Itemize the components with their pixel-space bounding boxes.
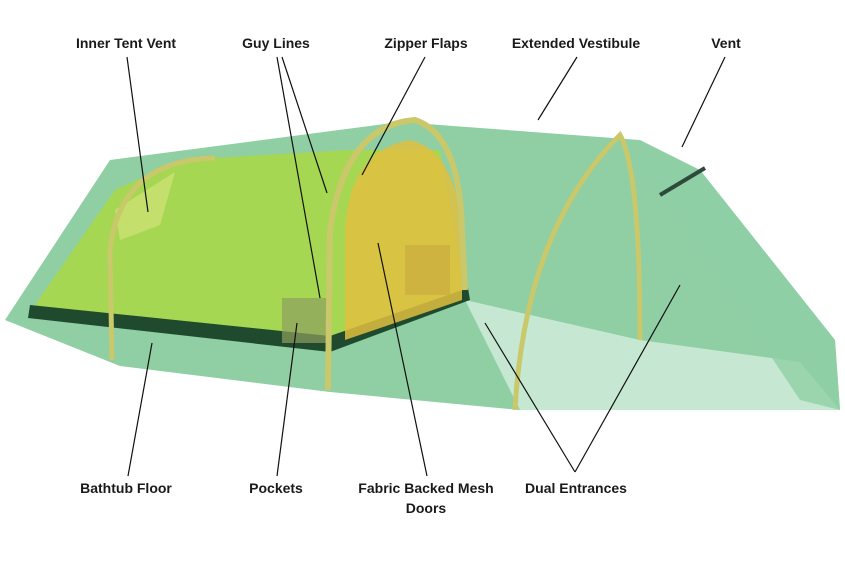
pocket bbox=[282, 298, 327, 343]
label-dual-entrances: Dual Entrances bbox=[525, 480, 627, 496]
pole-rear bbox=[107, 155, 216, 361]
label-pockets: Pockets bbox=[249, 480, 303, 496]
leader-lines bbox=[126, 56, 726, 477]
label-bathtub-floor: Bathtub Floor bbox=[80, 480, 172, 496]
vent-bar bbox=[658, 166, 707, 197]
door-pocket bbox=[405, 245, 450, 295]
label-extended-vestibule: Extended Vestibule bbox=[511, 35, 641, 51]
vestibule-floor bbox=[465, 300, 840, 410]
label-guy-lines: Guy Lines bbox=[242, 35, 310, 51]
label-zipper-flaps: Zipper Flaps bbox=[384, 35, 468, 51]
bathtub-floor bbox=[28, 288, 470, 352]
label-mesh-doors-line2: Doors bbox=[405, 500, 447, 516]
inner-tent-vent bbox=[115, 172, 175, 240]
label-inner-tent-vent: Inner Tent Vent bbox=[75, 35, 177, 51]
pole-front bbox=[512, 130, 643, 411]
vestibule-panel bbox=[610, 145, 840, 410]
pole-middle bbox=[325, 116, 468, 391]
label-vent: Vent bbox=[711, 35, 741, 51]
label-mesh-doors: Fabric Backed Mesh Doors bbox=[358, 478, 493, 518]
label-mesh-doors-line1: Fabric Backed Mesh bbox=[358, 480, 494, 496]
